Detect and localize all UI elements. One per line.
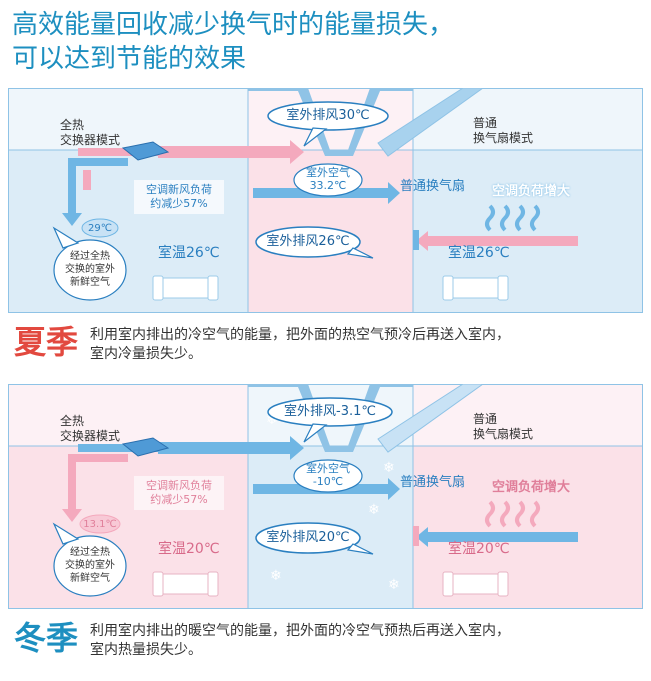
summer-supply-temp: 29℃ (88, 223, 112, 234)
winter-exhaust-duct (377, 384, 484, 453)
winter-mode-right-line2: 换气扇模式 (473, 427, 534, 441)
summer-room-right: 室温26℃ (448, 245, 510, 261)
summer-outdoor-air-line1: 室外空气 (306, 166, 350, 179)
summer-room-left: 室温26℃ (158, 245, 220, 261)
winter-supply-arrow (62, 454, 128, 522)
winter-snowflake-icon: ❄ ❄ ❄ ❄ ❄ (266, 412, 400, 593)
svg-text:❄: ❄ (388, 577, 400, 593)
winter-exhaust-mid: 室外排风20℃ (266, 530, 350, 545)
summer-exhaust-top-bubble (267, 101, 389, 131)
winter-fresh-air-bubble (53, 535, 127, 597)
title-line-1: 高效能量回收减少换气时的能量损失， (12, 10, 455, 40)
summer-mode-right-line2: 换气扇模式 (473, 131, 534, 145)
summer-fresh-air-line2: 交换的室外 (65, 264, 115, 275)
summer-load-reduce-line1: 空调新风负荷 (146, 183, 212, 196)
summer-wavy-arrow-icon (485, 204, 540, 232)
summer-diagram: 全热 交换器模式 普通 换气扇模式 室外排风30℃ 室外空气 33.2℃ 普通换… (8, 88, 643, 313)
summer-desc-line1: 利用室内排出的冷空气的能量，把外面的热空气预冷后再送入室内， (90, 327, 510, 343)
summer-outdoor-air: 室外空气 33.2℃ (300, 166, 356, 192)
winter-sofa-right-icon (442, 571, 509, 597)
winter-description: 利用室内排出的暖空气的能量，把外面的冷空气预热后再送入室内， 室内热量损失少。 (90, 622, 630, 660)
winter-mode-left-line1: 全热 (60, 414, 85, 428)
summer-exhaust-arrow (158, 140, 304, 164)
summer-sofa-left-icon (152, 275, 219, 301)
winter-mode-left-line2: 交换器模式 (60, 429, 121, 443)
winter-exhaust-top-bubble (267, 397, 393, 427)
summer-fresh-air-line3: 新鲜空气 (70, 277, 110, 288)
winter-fan-label: 普通换气扇 (400, 475, 466, 490)
winter-sofa-left-icon (152, 571, 219, 597)
winter-outdoor-air: 室外空气 -10℃ (300, 462, 356, 488)
winter-diagram: ❄ ❄ ❄ ❄ ❄ 全热 交换器模式 普通 换气扇模式 室外排 (8, 384, 643, 609)
winter-load-reduce-line2: 约减少57% (150, 493, 208, 506)
winter-diagram-graphics: ❄ ❄ ❄ ❄ ❄ (8, 384, 643, 609)
winter-outdoor-air-bubble (293, 459, 363, 493)
summer-exhaust-duct (377, 88, 484, 157)
summer-season-label: 夏季 (14, 323, 79, 361)
summer-mode-left: 全热 交换器模式 (60, 118, 120, 148)
winter-exhaust-mid-bubble (255, 522, 361, 554)
summer-mode-right-line1: 普通 (473, 116, 498, 130)
summer-exhaust-top: 室外排风30℃ (286, 108, 370, 123)
winter-load-reduce-line1: 空调新风负荷 (146, 479, 212, 492)
svg-text:❄: ❄ (383, 460, 395, 476)
winter-fresh-air-line3: 新鲜空气 (70, 573, 110, 584)
summer-load-reduce-line2: 约减少57% (150, 197, 208, 210)
svg-text:❄: ❄ (270, 568, 282, 584)
winter-room-left: 室温20℃ (158, 541, 220, 557)
summer-mode-left-line2: 交换器模式 (60, 133, 121, 147)
winter-load-increase: 空调负荷增大 (492, 480, 571, 495)
summer-fan-label: 普通换气扇 (400, 179, 466, 194)
title-line-2: 可以达到节能的效果 (12, 44, 247, 74)
svg-text:❄: ❄ (368, 502, 380, 518)
winter-outdoor-air-line1: 室外空气 (306, 462, 350, 475)
winter-exhaust-top: 室外排风-3.1℃ (284, 404, 376, 419)
summer-description: 利用室内排出的冷空气的能量，把外面的热空气预冷后再送入室内， 室内冷量损失少。 (90, 326, 630, 364)
winter-load-reduce: 空调新风负荷 约减少57% (134, 479, 224, 507)
svg-text:❄: ❄ (266, 412, 278, 428)
winter-desc-line1: 利用室内排出的暖空气的能量，把外面的冷空气预热后再送入室内， (90, 623, 510, 639)
winter-outdoor-air-line2: -10℃ (312, 475, 344, 488)
summer-fresh-air-line1: 经过全热 (70, 251, 110, 262)
winter-mode-right: 普通 换气扇模式 (473, 412, 533, 442)
summer-mode-left-line1: 全热 (60, 118, 85, 132)
summer-outdoor-air-bubble (293, 163, 363, 197)
summer-exhaust-mid-bubble (255, 226, 361, 258)
winter-mode-left: 全热 交换器模式 (60, 414, 120, 444)
winter-season-label: 冬季 (14, 619, 79, 657)
summer-supply-arrow (62, 158, 128, 226)
winter-fresh-air: 经过全热 交换的室外 新鲜空气 (56, 546, 124, 585)
summer-load-reduce: 空调新风负荷 约减少57% (134, 183, 224, 211)
summer-desc-line2: 室内冷量损失少。 (90, 346, 202, 362)
summer-load-increase: 空调负荷增大 (492, 184, 571, 199)
summer-heat-exchanger-icon (121, 141, 170, 161)
winter-exhaust-arrow (158, 436, 304, 460)
winter-heat-exchanger-icon (121, 437, 170, 457)
summer-roof (248, 88, 413, 156)
summer-diagram-graphics (8, 88, 643, 313)
winter-desc-line2: 室内热量损失少。 (90, 642, 202, 658)
winter-mode-right-line1: 普通 (473, 412, 498, 426)
winter-room-right: 室温20℃ (448, 541, 510, 557)
summer-outdoor-air-line2: 33.2℃ (309, 179, 347, 192)
winter-supply-temp: 13.1℃ (83, 519, 117, 530)
page-title: 高效能量回收减少换气时的能量损失， 可以达到节能的效果 (12, 8, 642, 76)
summer-mode-right: 普通 换气扇模式 (473, 116, 533, 146)
winter-wavy-arrow-icon (485, 500, 540, 528)
winter-fresh-air-line1: 经过全热 (70, 547, 110, 558)
summer-sofa-right-icon (442, 275, 509, 301)
winter-fresh-air-line2: 交换的室外 (65, 560, 115, 571)
summer-exhaust-mid: 室外排风26℃ (266, 234, 350, 249)
summer-fresh-air: 经过全热 交换的室外 新鲜空气 (56, 250, 124, 289)
summer-fresh-air-bubble (53, 239, 127, 301)
